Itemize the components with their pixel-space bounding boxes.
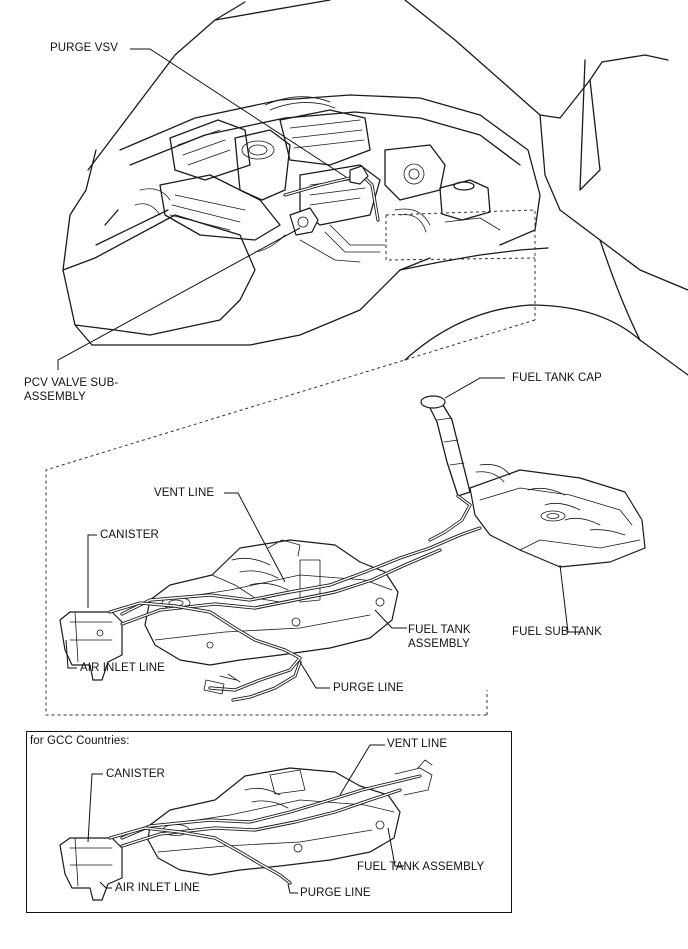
label-canister: CANISTER [100, 529, 159, 541]
gcc-inset-title: for GCC Countries: [30, 735, 130, 747]
label-purge-line: PURGE LINE [333, 682, 404, 694]
gcc-label-purge-line: PURGE LINE [300, 887, 371, 899]
gcc-fuel-system-illustration [59, 759, 433, 901]
label-fuel-tank-assembly-line1: FUEL TANK [408, 624, 471, 636]
label-pcv-valve-line1: PCV VALVE SUB- [24, 377, 119, 389]
label-purge-vsv: PURGE VSV [50, 42, 119, 54]
vehicle-front-illustration [62, 0, 688, 376]
gcc-label-canister: CANISTER [106, 768, 165, 780]
engine-callout-box [385, 209, 536, 320]
label-pcv-valve-line2: ASSEMBLY [24, 391, 86, 403]
label-fuel-sub-tank: FUEL SUB TANK [512, 626, 602, 638]
gcc-inset-frame [26, 731, 512, 913]
label-fuel-tank-cap: FUEL TANK CAP [512, 372, 602, 384]
label-fuel-tank-assembly-line2: ASSEMBLY [408, 638, 470, 650]
label-air-inlet-line: AIR INLET LINE [80, 662, 165, 674]
gcc-label-fuel-tank-assembly: FUEL TANK ASSEMBLY [357, 861, 485, 873]
main-fuel-system-illustration [59, 395, 646, 702]
gcc-label-air-inlet-line: AIR INLET LINE [115, 882, 200, 894]
gcc-label-vent-line: VENT LINE [387, 738, 448, 750]
label-vent-line: VENT LINE [154, 487, 215, 499]
